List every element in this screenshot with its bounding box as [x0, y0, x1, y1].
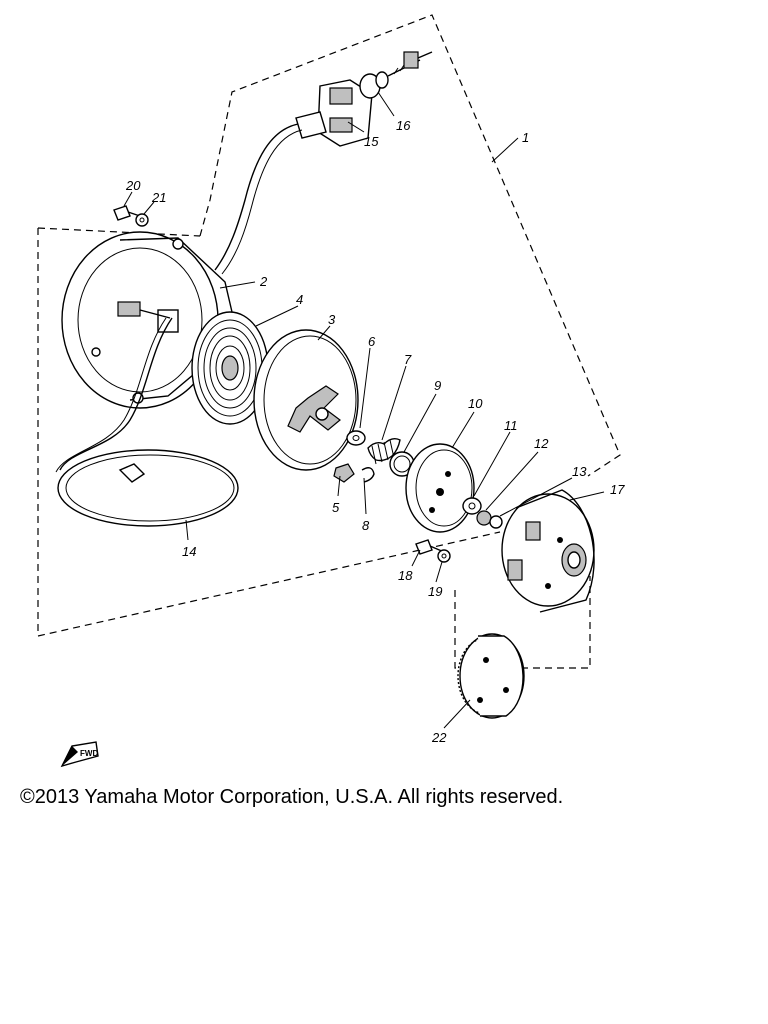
callout-16: 16: [396, 118, 411, 133]
callout-15: 15: [364, 134, 379, 149]
pulley: [253, 329, 359, 471]
callout-13: 13: [572, 464, 587, 479]
callout-22: 22: [431, 730, 447, 745]
callout-3: 3: [328, 312, 336, 327]
callout-4: 4: [296, 292, 303, 307]
assembly-outline: [37, 14, 621, 669]
friction-plate: [405, 443, 475, 533]
callout-21: 21: [151, 190, 166, 205]
callout-14: 14: [182, 544, 196, 559]
callout-18: 18: [398, 568, 413, 583]
callout-11: 11: [504, 418, 518, 433]
callout-1: 1: [522, 130, 529, 145]
callout-17: 17: [610, 482, 625, 497]
ring-gear: [457, 633, 525, 719]
callout-2: 2: [259, 274, 268, 289]
callout-19: 19: [428, 584, 442, 599]
callout-7: 7: [404, 352, 412, 367]
starter-rope: [214, 123, 299, 271]
callout-8: 8: [362, 518, 370, 533]
starter-case: [61, 231, 233, 409]
fwd-label: FWD: [80, 749, 98, 758]
callout-20: 20: [125, 178, 141, 193]
callout-10: 10: [468, 396, 483, 411]
callout-9: 9: [434, 378, 441, 393]
starter-rope-loop: [55, 317, 239, 527]
callout-labels: 1 2 3 4 5 6 7 8 9 10 11 12 13 14 15 16 1…: [125, 118, 625, 745]
callout-5: 5: [332, 500, 340, 515]
bolts: [113, 205, 451, 563]
starter-handle: [295, 51, 433, 147]
drive-cup: [501, 489, 595, 613]
forward-direction-arrow-icon: FWD: [60, 741, 99, 768]
copyright-notice: ©2013 Yamaha Motor Corporation, U.S.A. A…: [20, 786, 564, 808]
ratchet-parts: [333, 430, 415, 483]
callout-12: 12: [534, 436, 549, 451]
callout-6: 6: [368, 334, 376, 349]
washers-nut: [462, 497, 503, 529]
leader-lines: [123, 91, 605, 729]
